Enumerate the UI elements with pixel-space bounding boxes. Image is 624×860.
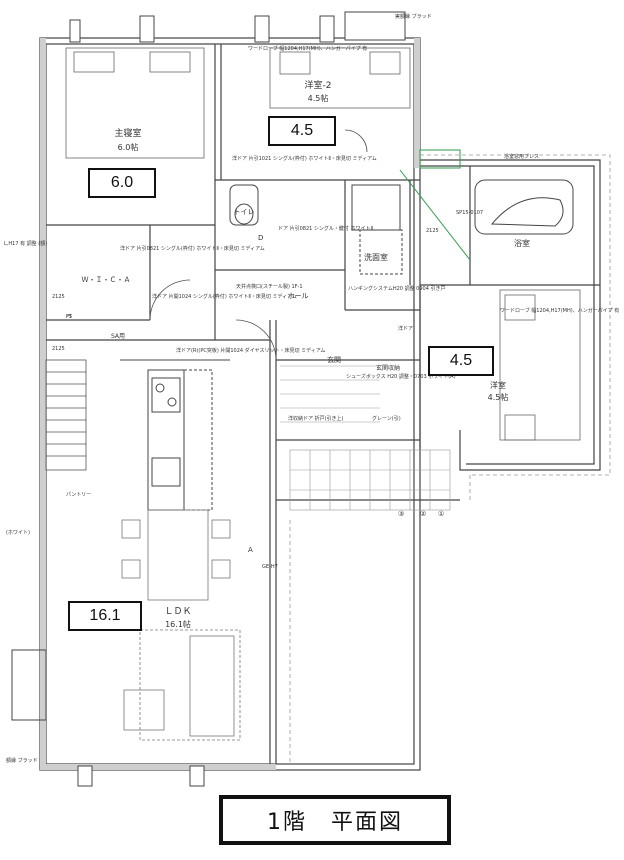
bath-fixtures: [229, 179, 574, 275]
plan-title: 1階 平面図: [219, 795, 451, 845]
note-ceiling-hatch: 天井点検口(スチール製) 1F-1: [236, 283, 303, 290]
room-name-toilet: トイレ: [234, 208, 255, 216]
note-d-mark: D: [258, 234, 263, 242]
circle-2: ②: [420, 510, 426, 518]
room-name-entrance-storage: 玄関収納: [376, 364, 400, 372]
dining-set: [121, 509, 231, 601]
kitchen: [120, 359, 230, 511]
note-wardrobe-w: ワードローブ 幅1204,H17(MH)、ハンガーパイプ 有: [500, 307, 619, 314]
note-door-w2: 洋ドア 片引1021 シングル(枠付) ホワイトⅡ・床見切 ミディアム: [232, 155, 377, 162]
room-name-hall: ホール: [288, 292, 309, 300]
note-laundry: ハンギングシステムH20 調整 0904 引き戸: [348, 285, 445, 292]
note-sp: SP15-0107: [456, 210, 483, 216]
room-name-wic: Ｗ・Ｉ・Ｃ・Ａ: [82, 276, 131, 284]
circle-1: ①: [438, 510, 444, 518]
note-door-ldk: 洋ドア(R)(PC突板) 片開1024 ダイヤスリット・床見切 ミディアム: [176, 347, 325, 354]
note-pantry: パントリー: [66, 492, 91, 498]
annotations: 実額縁 ブラッド ワードローブ 幅1204,H17(MH)、ハンガーパイプ 有 …: [4, 13, 619, 764]
note-grain-sink: グレーン(引): [372, 415, 401, 422]
note-ge: GE-H7: [262, 564, 278, 570]
note-western-door: 洋ドア: [398, 325, 413, 332]
note-top-right: 実額縁 ブラッド: [395, 13, 432, 20]
note-storage-door: 洋収納ドア 折戸(引き上): [288, 415, 344, 422]
wall-fills: [40, 38, 420, 770]
room-size-ldk: 16.1帖: [165, 619, 191, 629]
walls: [39, 37, 601, 771]
note-dim2: 2125: [52, 346, 65, 352]
room-size-western: 4.5帖: [488, 392, 509, 402]
room-name-sa: SA用: [111, 333, 125, 340]
note-wardrobe-w2: ワードローブ 幅1204,H17(MH)、ハンガーパイプ 有: [248, 45, 367, 52]
room-name-ldk: ＬＤＫ: [164, 607, 191, 617]
entrance-tiles: [280, 365, 451, 511]
area-box-ldk: 16.1: [68, 601, 142, 631]
note-pt: PT: [66, 314, 73, 320]
note-dim3: 2125: [426, 228, 439, 234]
area-box-western2: 4.5: [268, 116, 336, 146]
dashed-boundaries: [289, 154, 611, 764]
room-name-entrance: 玄関: [327, 355, 341, 364]
accent-marks: [399, 149, 471, 261]
note-fs: FS: [66, 314, 72, 320]
room-name-master: 主寝室: [114, 127, 141, 139]
room-size-western2: 4.5帖: [308, 93, 329, 103]
area-box-master: 6.0: [88, 168, 156, 198]
note-dim1: 2125: [52, 294, 65, 300]
room-name-western2: 洋室-2: [305, 79, 332, 91]
room-labels: 主寝室 6.0帖 洋室-2 4.5帖 洋室 4.5帖 ＬＤＫ 16.1帖 トイレ…: [82, 79, 531, 629]
room-name-western: 洋室: [490, 380, 506, 390]
note-bath-label: 浴室窓用ブレス: [504, 153, 539, 160]
room-size-master: 6.0帖: [118, 142, 139, 152]
room-name-bath: 浴室: [514, 238, 530, 248]
room-name-washroom: 洗面室: [364, 252, 388, 262]
sofa: [123, 629, 241, 741]
floor-plan: 主寝室 6.0帖 洋室-2 4.5帖 洋室 4.5帖 ＬＤＫ 16.1帖 トイレ…: [4, 11, 619, 787]
beds: [65, 47, 581, 441]
area-box-western: 4.5: [428, 346, 494, 376]
door-swings: [149, 129, 368, 361]
note-door-toilet: ドア 片引0821 シングル・鍵付 ホワイトⅡ: [278, 225, 373, 232]
note-door-hall: 洋ドア 片開1024 シングル(枠付) ホワイトⅡ・床見切 ミディアム: [152, 293, 297, 300]
note-a-mark: A: [248, 546, 253, 554]
stairs: [45, 359, 87, 471]
note-left: L,H17 有 調整 (額): [4, 240, 47, 247]
note-shoes-box: シューズボックス H20 調整・0703 ホワイト(A): [346, 373, 456, 380]
note-door-wic: 洋ドア 片引0821 シングル(枠付) ホワイトⅡ・床見切 ミディアム: [120, 245, 265, 252]
circle-3: ③: [398, 510, 404, 518]
note-white: (ホワイト): [6, 530, 30, 536]
windows: [11, 11, 406, 787]
note-left-bottom: 額縁 ブラッド: [6, 757, 38, 764]
